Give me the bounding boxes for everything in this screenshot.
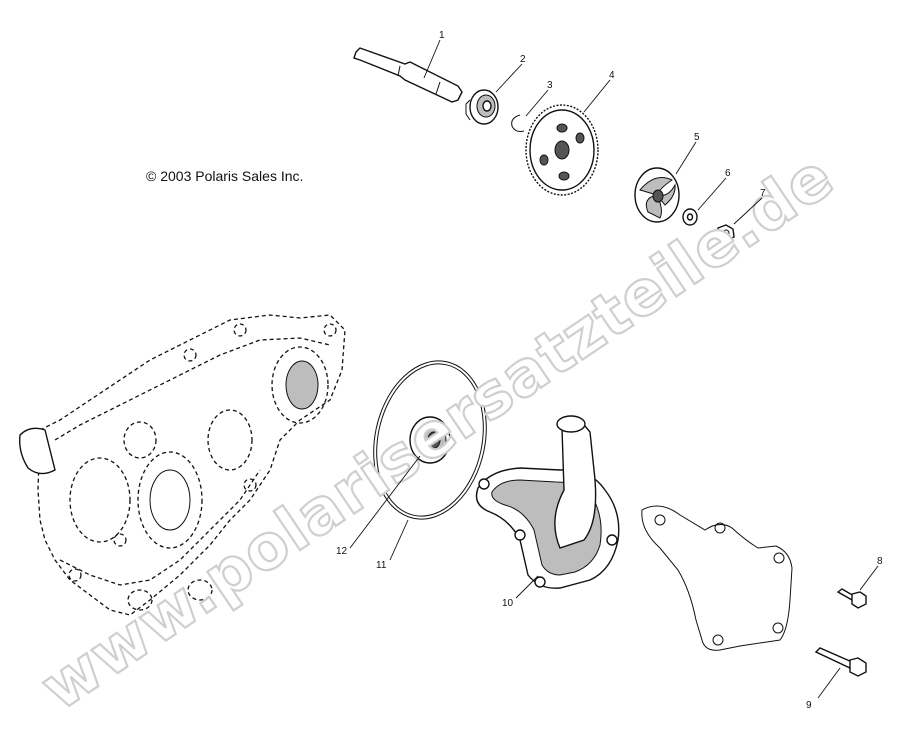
bolt-8-icon xyxy=(836,588,867,609)
snap-ring-icon xyxy=(511,114,525,132)
o-ring-icon xyxy=(373,360,487,520)
callouts: 1 2 3 4 5 6 7 8 9 10 11 12 xyxy=(336,30,883,711)
copyright-notice: © 2003 Polaris Sales Inc. xyxy=(146,168,304,184)
callout-1: 1 xyxy=(439,30,445,41)
bolt-9-icon xyxy=(814,647,867,677)
impeller-icon xyxy=(634,167,680,223)
callout-11: 11 xyxy=(376,560,387,571)
shaft-icon xyxy=(353,47,463,103)
callout-6: 6 xyxy=(725,168,731,179)
bearing-icon xyxy=(465,89,499,125)
gear-icon xyxy=(525,104,599,196)
engine-case xyxy=(18,314,346,616)
callout-2: 2 xyxy=(520,54,526,65)
washer-icon xyxy=(682,208,698,226)
nut-icon xyxy=(717,224,735,242)
callout-4: 4 xyxy=(609,70,615,81)
callout-7: 7 xyxy=(760,188,766,199)
callout-12: 12 xyxy=(336,546,348,557)
callout-5: 5 xyxy=(694,132,700,143)
callout-10: 10 xyxy=(502,598,514,609)
gasket-icon xyxy=(641,505,793,651)
pump-cover-icon xyxy=(475,415,620,589)
watermark: www.polarisersatzteile.de xyxy=(28,139,847,724)
callout-3: 3 xyxy=(547,80,553,91)
callout-9: 9 xyxy=(806,700,812,711)
callout-8: 8 xyxy=(877,556,883,567)
seal-icon xyxy=(409,416,451,464)
